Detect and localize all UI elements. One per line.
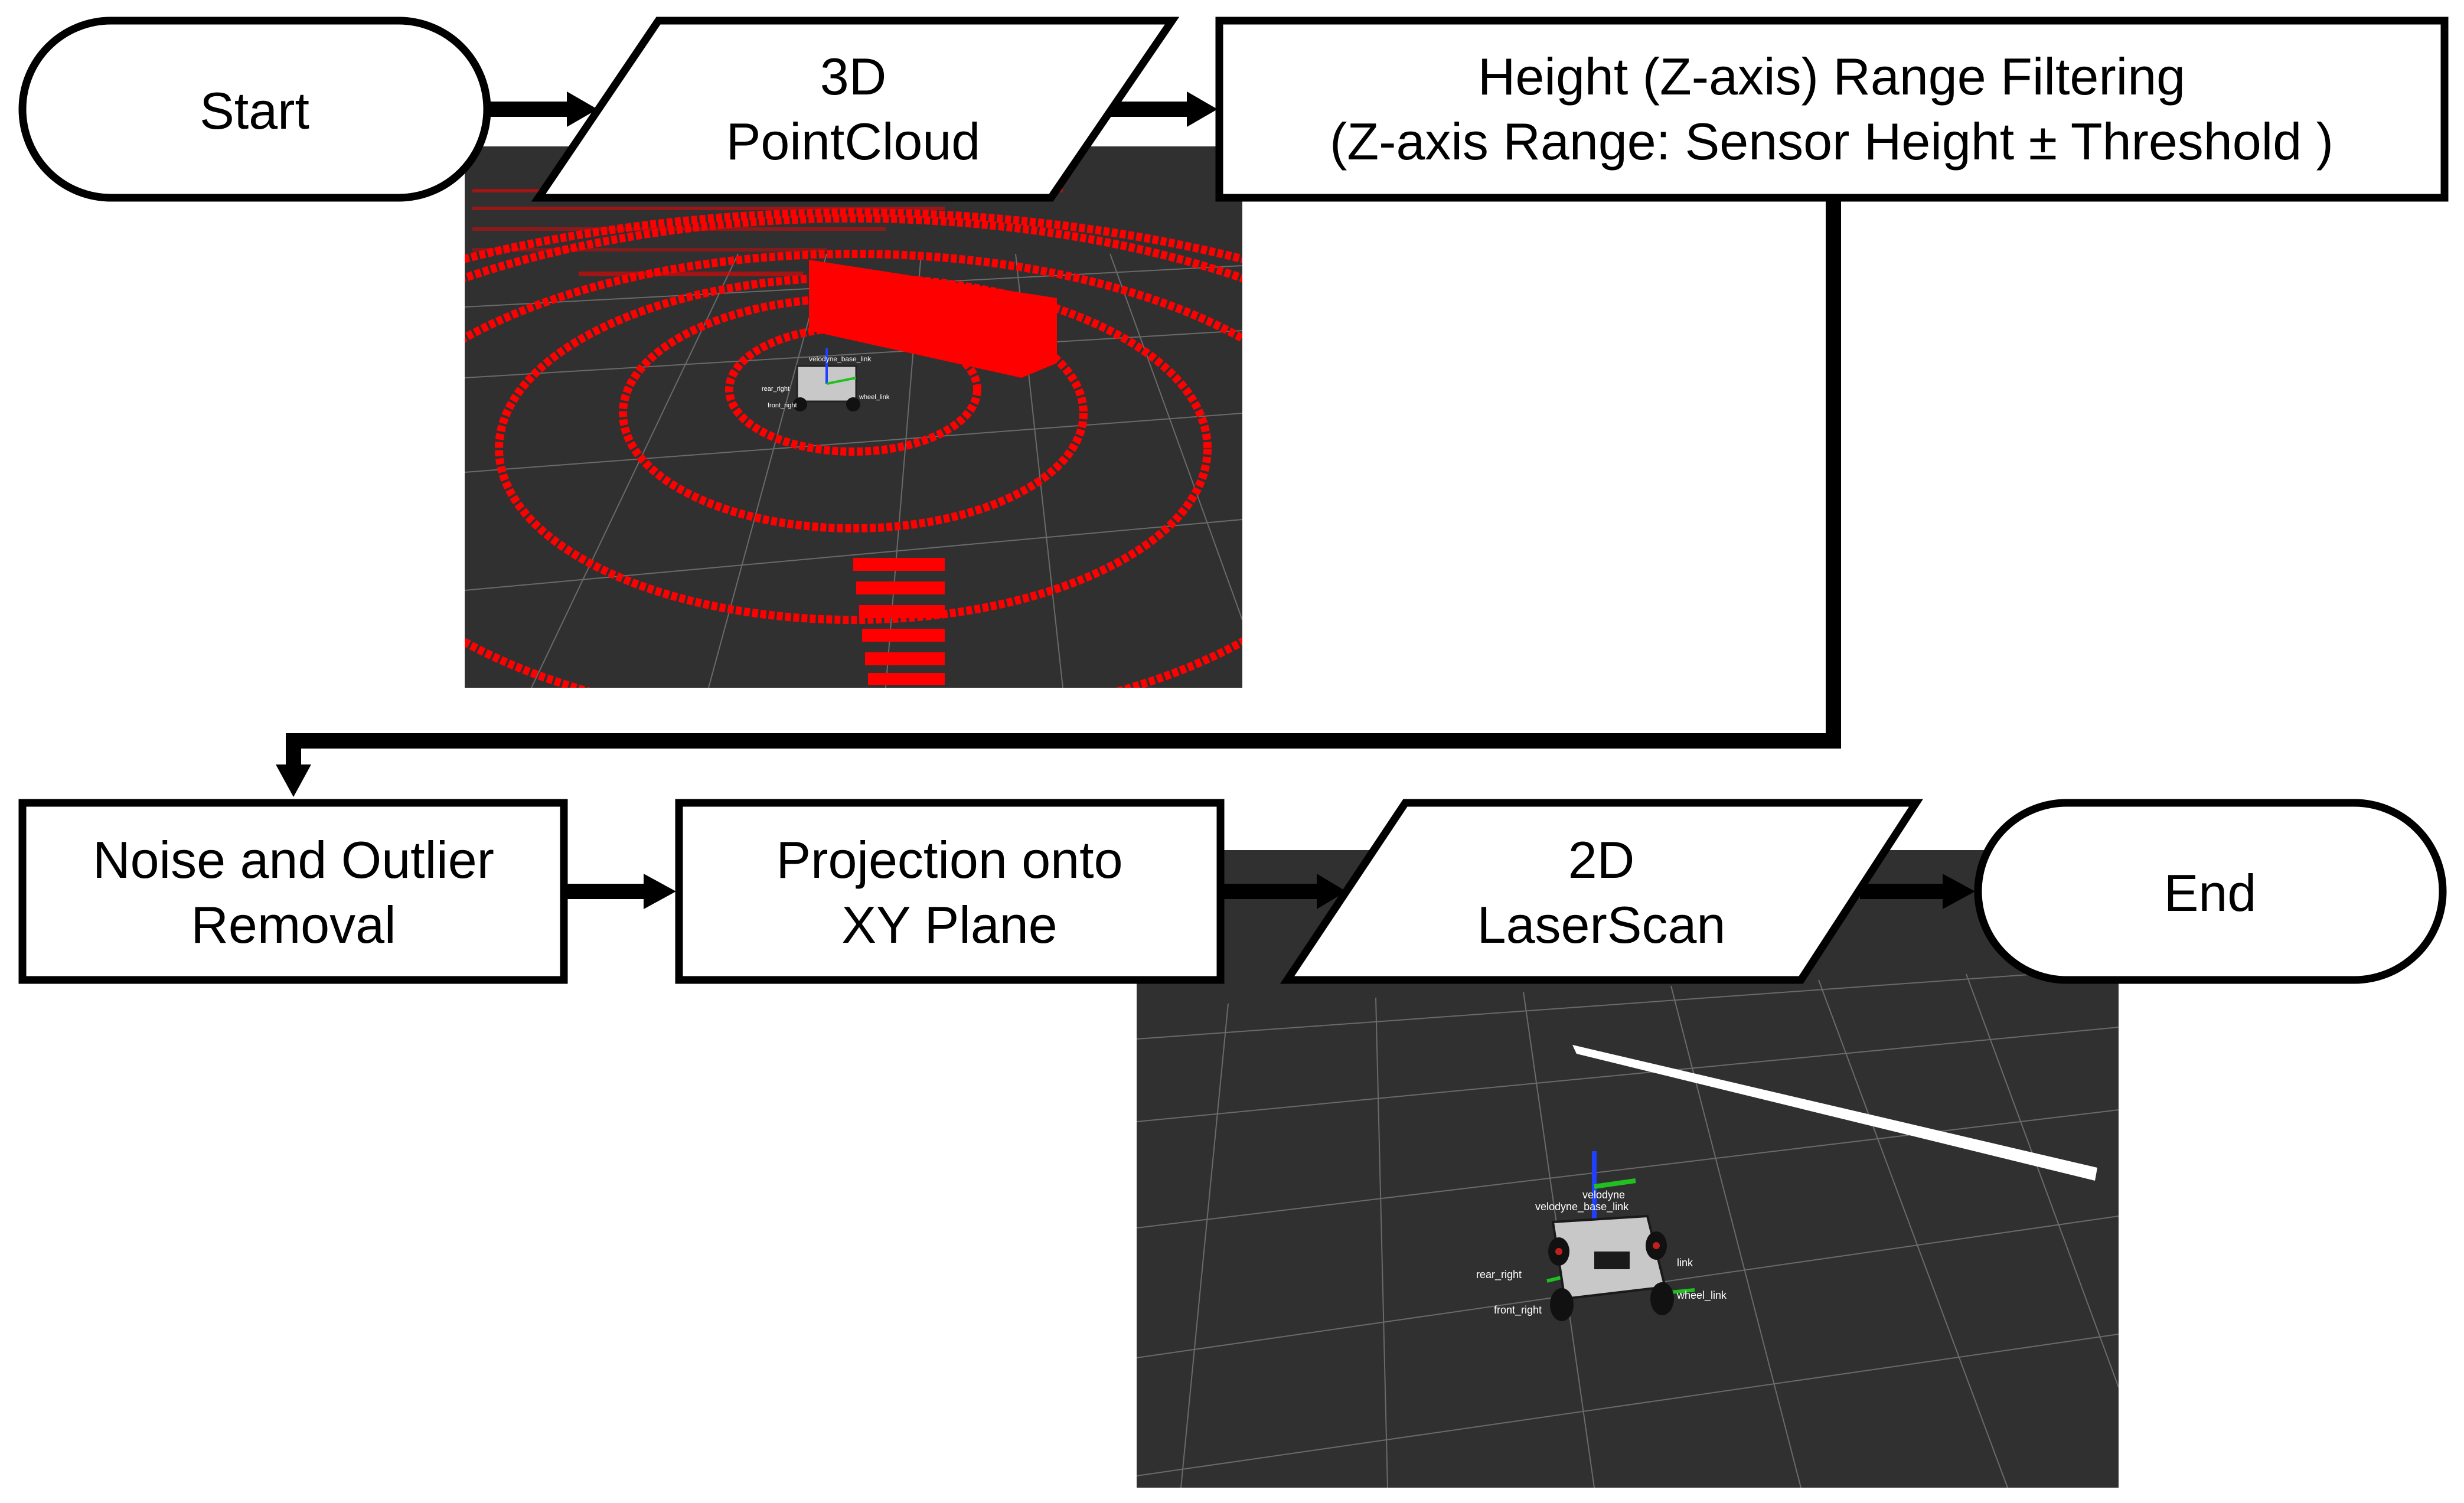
node-laserscan: 2D LaserScan [1280,799,1923,984]
ls-frame-label-6: link [1677,1257,1693,1269]
laserscan-line [1572,1045,2097,1181]
filtering-label-line1: Height (Z-axis) Range Filtering [1478,47,2185,106]
pointcloud-screenshot: velodyne_base_link rear_right front_righ… [465,146,1242,688]
node-noise-removal: Noise and Outlier Removal [18,799,568,984]
projection-label-line1: Projection onto [776,831,1122,889]
laserscan-robot: velodyne velodyne_base_link rear_right f… [1476,1151,1727,1321]
noise-label-line1: Noise and Outlier [93,831,494,889]
connectors [276,92,1975,909]
laserscan-label-line2: LaserScan [1477,896,1726,954]
laserscan-label-line1: 2D [1568,831,1635,889]
ls-frame-label-2: velodyne_base_link [1535,1201,1629,1213]
pointcloud-robot: velodyne_base_link rear_right front_righ… [762,348,890,411]
projection-label-line2: XY Plane [841,896,1057,954]
pointcloud-label-line2: PointCloud [726,112,981,171]
pc-frame-label-4: wheel_link [859,394,890,401]
pointcloud-near-block [853,558,945,685]
node-end: End [1974,799,2447,984]
node-start: Start [18,17,491,202]
ls-frame-label-3: rear_right [1476,1269,1522,1281]
start-label: Start [200,81,309,140]
node-projection: Projection onto XY Plane [675,799,1225,984]
arrow-filter-to-noise [286,198,1841,764]
noise-label-line2: Removal [191,896,396,954]
pc-frame-label-1: velodyne_base_link [809,355,872,363]
pc-frame-label-3: front_right [768,402,797,409]
pointcloud-label-line1: 3D [820,47,887,106]
node-pointcloud: 3D PointCloud [531,17,1180,202]
end-label: End [2164,864,2257,922]
node-filtering: Height (Z-axis) Range Filtering (Z-axis … [1215,17,2449,202]
ls-frame-label-1: velodyne [1582,1189,1625,1201]
pointcloud-wall [809,260,1057,378]
filtering-label-line2: (Z-axis Range: Sensor Height ± Threshold… [1330,112,2334,171]
ls-frame-label-5: wheel_link [1676,1289,1727,1302]
pc-frame-label-2: rear_right [762,385,789,393]
ls-frame-label-4: front_right [1494,1304,1542,1316]
